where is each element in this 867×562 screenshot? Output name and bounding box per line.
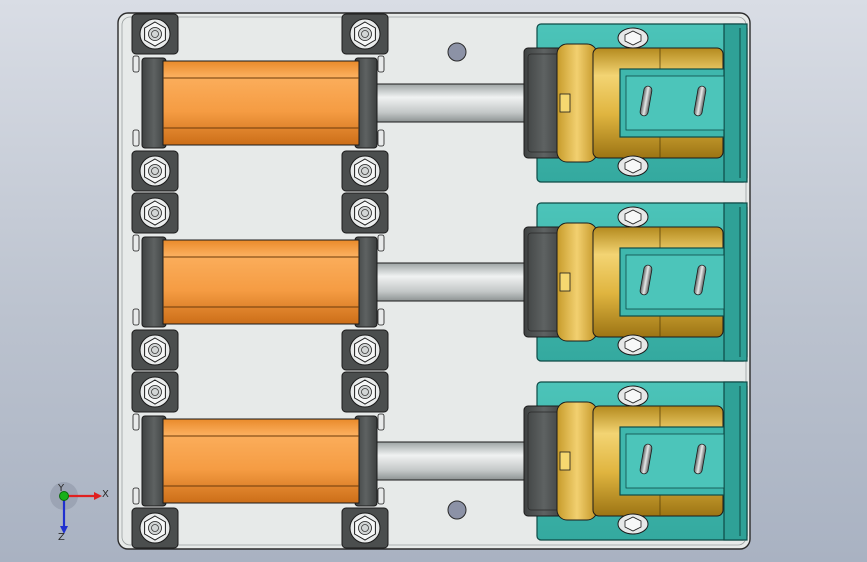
y-axis-label: Y	[58, 483, 65, 494]
z-axis-label: Z	[58, 532, 65, 543]
x-axis-label: X	[102, 489, 109, 500]
y-axis-dot	[59, 491, 69, 501]
coordinate-triad	[44, 482, 114, 546]
mounting-hole-top	[447, 42, 467, 62]
mounting-hole-bottom	[447, 500, 467, 520]
